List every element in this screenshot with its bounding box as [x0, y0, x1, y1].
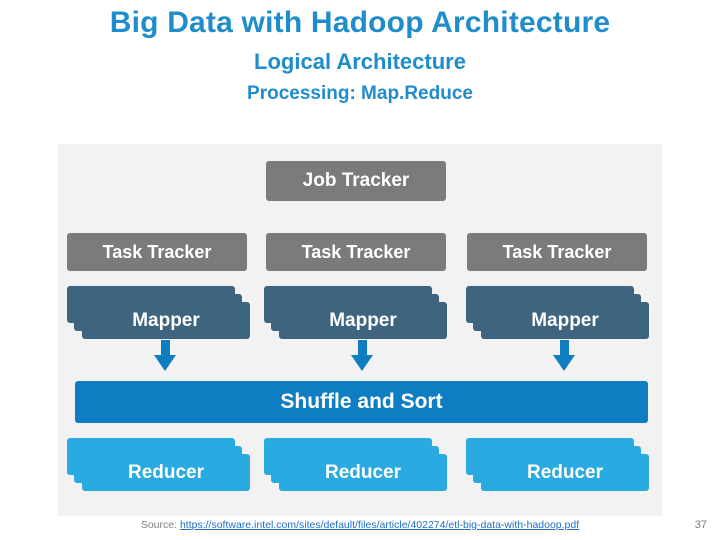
arrow-mapper-3-stem	[560, 340, 569, 356]
node-reducer-2: Reducer	[279, 454, 447, 491]
node-reducer-1: Reducer	[82, 454, 250, 491]
node-shuffle-and-sort: Shuffle and Sort	[75, 381, 648, 423]
source-link[interactable]: https://software.intel.com/sites/default…	[179, 519, 580, 531]
node-mapper-3-label: Mapper	[531, 309, 599, 331]
node-task-tracker-2: Task Tracker	[266, 233, 446, 271]
node-reducer-3-label: Reducer	[526, 461, 604, 483]
arrow-mapper-3-to-shuffle	[553, 355, 575, 371]
source-line: Source: https://software.intel.com/sites…	[0, 519, 720, 531]
node-task-tracker-3-label: Task Tracker	[502, 241, 612, 262]
node-reducer-3: Reducer	[481, 454, 649, 491]
node-mapper-3: Mapper	[481, 302, 649, 339]
node-mapper-2: Mapper	[279, 302, 447, 339]
arrow-mapper-2-to-shuffle	[351, 355, 373, 371]
arrow-mapper-1-to-shuffle	[154, 355, 176, 371]
node-shuffle-and-sort-label: Shuffle and Sort	[280, 390, 443, 413]
node-mapper-1-label: Mapper	[132, 309, 200, 331]
page-subtitle: Logical Architecture	[254, 48, 466, 74]
arrow-mapper-1-stem	[161, 340, 170, 356]
node-task-tracker-3: Task Tracker	[467, 233, 647, 271]
node-reducer-2-label: Reducer	[324, 461, 402, 483]
source-label: Source:	[140, 519, 178, 531]
node-reducer-1-label: Reducer	[127, 461, 205, 483]
mapreduce-diagram: Job Tracker Task Tracker Task Tracker Ta…	[58, 144, 662, 516]
node-job-tracker: Job Tracker	[266, 161, 446, 201]
node-task-tracker-1-label: Task Tracker	[102, 241, 212, 262]
node-task-tracker-2-label: Task Tracker	[301, 241, 411, 262]
page-subtitle-secondary: Processing: Map.Reduce	[247, 82, 473, 104]
node-mapper-2-label: Mapper	[329, 309, 397, 331]
page-title: Big Data with Hadoop Architecture	[109, 6, 611, 39]
node-mapper-1: Mapper	[82, 302, 250, 339]
node-job-tracker-label: Job Tracker	[302, 170, 410, 191]
node-task-tracker-1: Task Tracker	[67, 233, 247, 271]
arrow-mapper-2-stem	[358, 340, 367, 356]
page-number: 37	[694, 519, 707, 531]
slide-title-block: Big Data with Hadoop Architecture Logica…	[0, 0, 720, 105]
